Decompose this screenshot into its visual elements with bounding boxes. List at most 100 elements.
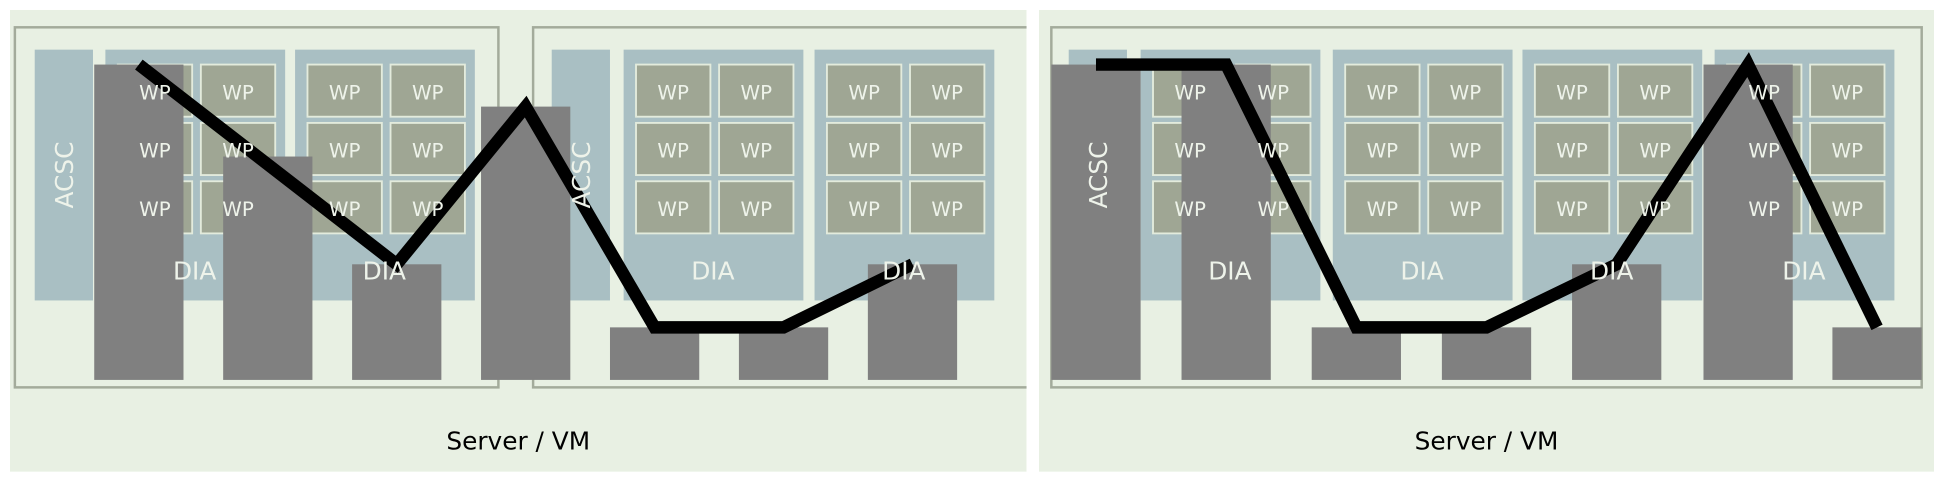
wp-label: WP: [1639, 198, 1671, 221]
wp-label: WP: [740, 198, 772, 221]
wp-label: WP: [1174, 198, 1206, 221]
server-label-left: Server / VM: [446, 426, 590, 455]
wp-label: WP: [139, 198, 171, 221]
wp-cell: [1809, 63, 1886, 118]
wp-label: WP: [1450, 198, 1482, 221]
wp-label: WP: [931, 81, 963, 104]
chart-left: [94, 59, 958, 380]
wp-label: WP: [1748, 81, 1780, 104]
wp-cell: [199, 63, 277, 118]
wp-cell: [1617, 63, 1694, 118]
wp-cell: [718, 121, 795, 176]
wp-label: WP: [1367, 140, 1399, 163]
dia-label: DIA: [691, 256, 734, 285]
wp-label: WP: [1748, 198, 1780, 221]
wp-cell: [1533, 63, 1611, 118]
wp-cell: [1427, 180, 1504, 235]
wp-label: WP: [1174, 140, 1206, 163]
server-label-right: Server / VM: [1415, 426, 1559, 455]
series-line: [1095, 52, 1883, 334]
wp-label: WP: [412, 81, 444, 104]
bar-2: [1181, 64, 1271, 380]
wp-label: WP: [139, 81, 171, 104]
wp-label: WP: [1556, 198, 1588, 221]
chart-right: [1051, 52, 1922, 380]
wp-label: WP: [1174, 81, 1206, 104]
wp-label: WP: [1450, 81, 1482, 104]
wp-cell: [1344, 121, 1421, 176]
acsc-label: ACSC: [50, 142, 79, 209]
bar-4: [1441, 327, 1532, 380]
acsc-label: ACSC: [1084, 142, 1113, 209]
wp-cell: [635, 121, 712, 176]
wp-label: WP: [1367, 81, 1399, 104]
dia-label: DIA: [1590, 256, 1633, 285]
wp-label: WP: [329, 140, 361, 163]
dia-label: DIA: [363, 256, 406, 285]
wp-cell: [1533, 121, 1611, 176]
wp-cell: [718, 63, 795, 118]
wp-cell: [1427, 121, 1504, 176]
wp-cell: [1809, 121, 1886, 176]
wp-label: WP: [1748, 140, 1780, 163]
wp-label: WP: [1257, 81, 1289, 104]
wp-cell: [1533, 180, 1611, 235]
wp-cell: [826, 180, 903, 235]
acsc-component: [34, 49, 93, 301]
wp-cell: [306, 63, 383, 118]
wp-label: WP: [1832, 140, 1864, 163]
wp-label: WP: [329, 198, 361, 221]
wp-label: WP: [931, 140, 963, 163]
wp-cell: [826, 63, 903, 118]
wp-label: WP: [1450, 140, 1482, 163]
panel-left: [9, 9, 1027, 472]
dia-label: DIA: [1782, 256, 1825, 285]
wp-label: WP: [1832, 198, 1864, 221]
wp-label: WP: [329, 81, 361, 104]
wp-label: WP: [740, 81, 772, 104]
dia-label: DIA: [882, 256, 925, 285]
wp-cell: [1427, 63, 1504, 118]
wp-cell: [389, 63, 466, 118]
dia-label: DIA: [1208, 256, 1251, 285]
wp-cell: [1344, 63, 1421, 118]
dia-label: DIA: [173, 256, 216, 285]
bar-7: [1832, 327, 1922, 380]
wp-label: WP: [139, 140, 171, 163]
wp-cell: [909, 121, 986, 176]
wp-label: WP: [1257, 198, 1289, 221]
wp-cell: [389, 121, 466, 176]
bar-5: [609, 327, 700, 380]
wp-label: WP: [740, 140, 772, 163]
wp-label: WP: [1556, 140, 1588, 163]
wp-label: WP: [412, 140, 444, 163]
bar-1: [1051, 64, 1141, 380]
wp-label: WP: [657, 198, 689, 221]
wp-cell: [826, 121, 903, 176]
bar-6: [738, 327, 829, 380]
wp-label: WP: [412, 198, 444, 221]
wp-label: WP: [222, 198, 254, 221]
wp-label: WP: [1257, 140, 1289, 163]
wp-label: WP: [848, 81, 880, 104]
wp-label: WP: [222, 81, 254, 104]
wp-cell: [1344, 180, 1421, 235]
wp-label: WP: [848, 198, 880, 221]
wp-label: WP: [1556, 81, 1588, 104]
wp-cell: [718, 180, 795, 235]
wp-label: WP: [222, 140, 254, 163]
bar-1: [94, 64, 184, 380]
wp-label: WP: [1639, 140, 1671, 163]
bar-3: [352, 264, 442, 380]
wp-label: WP: [848, 140, 880, 163]
series-line: [135, 59, 916, 334]
wp-cell: [306, 121, 383, 176]
acsc-label: ACSC: [567, 142, 596, 209]
wp-cell: [635, 180, 712, 235]
wp-cell: [909, 180, 986, 235]
wp-cell: [635, 63, 712, 118]
wp-cell: [909, 63, 986, 118]
labels-right: ACSC DIA WP WP WP WP WP WP DIA WP WP WP WP WP WP DIA WP W…: [1084, 81, 1863, 285]
labels-left: ACSC DIA WP WP WP WP WP WP DIA WP WP WP WP WP WP ACSC DI…: [50, 81, 963, 285]
